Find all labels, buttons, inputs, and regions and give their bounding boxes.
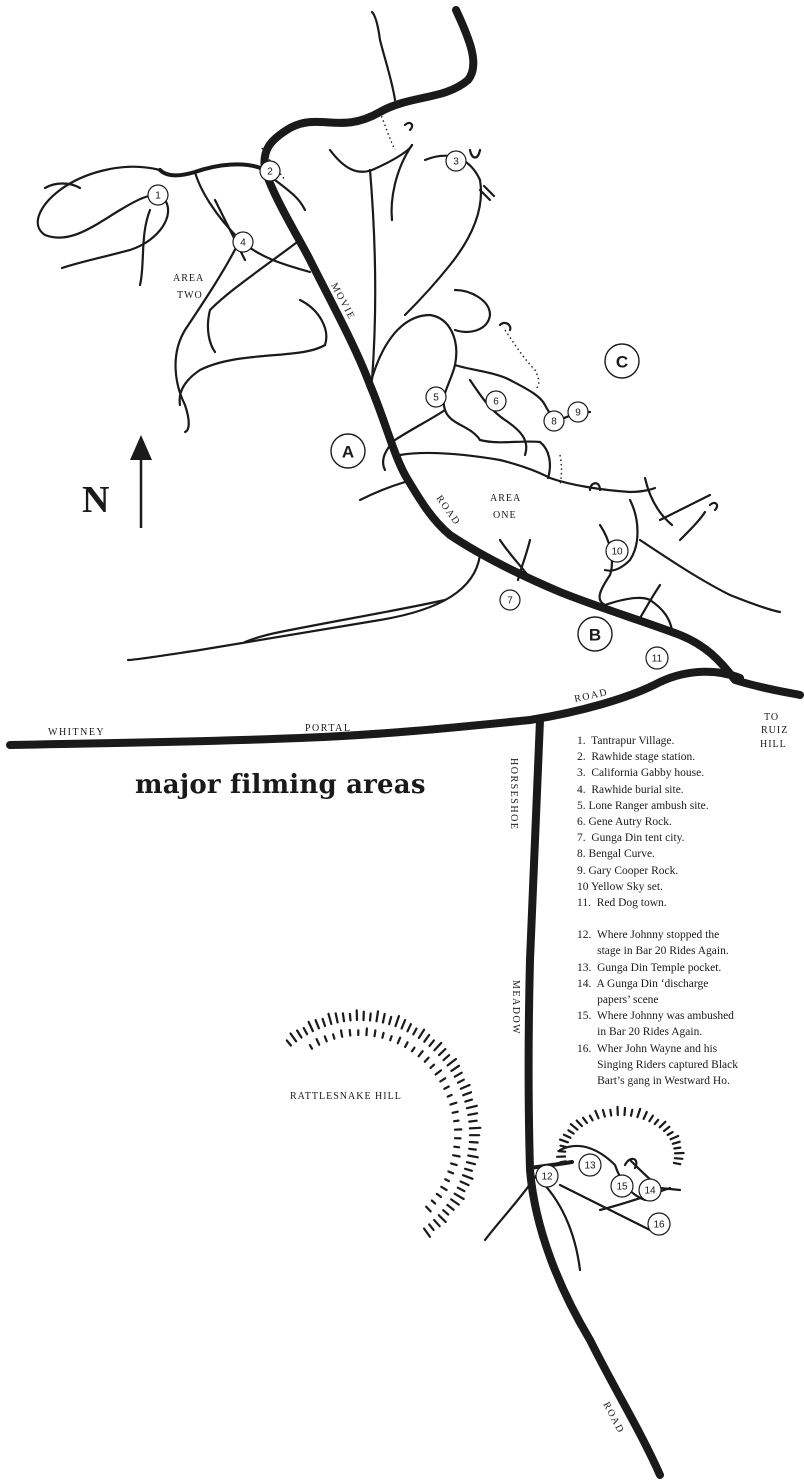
zone-c-marker: C: [604, 343, 640, 379]
svg-text:13: 13: [584, 1161, 596, 1172]
rattlesnake-hill-label: RATTLESNAKE HILL: [290, 1091, 402, 1102]
legend-entry-4: 4. Rawhide burial site.: [577, 783, 684, 796]
site-marker-13: 13: [578, 1153, 602, 1177]
trails: [261, 10, 719, 512]
secondary-roads: [36, 143, 782, 662]
legend-entry-16-line-3: Bart’s gang in Westward Ho.: [577, 1075, 730, 1088]
legend-entry-16-line-2: Singing Riders captured Black: [577, 1058, 738, 1071]
legend-entry-6: 6. Gene Autry Rock.: [577, 816, 672, 829]
area-two-label-line-2: TWO: [177, 290, 203, 301]
legend-entry-8: 8. Bengal Curve.: [577, 848, 655, 861]
svg-text:4: 4: [240, 238, 246, 249]
svg-text:6: 6: [493, 397, 499, 408]
area-two-label-line-1: AREA: [173, 273, 204, 284]
site-marker-12: 12: [535, 1164, 559, 1188]
svg-text:16: 16: [653, 1220, 665, 1231]
legend-entry-12-line-2: stage in Bar 20 Rides Again.: [577, 945, 729, 958]
road-to-area-two: [158, 162, 267, 178]
site-marker-14: 14: [638, 1178, 662, 1202]
area-one-label-line-1: AREA: [490, 493, 521, 504]
site-marker-7: 7: [499, 589, 521, 611]
svg-text:3: 3: [453, 157, 459, 168]
upper-hill-ridge: [555, 1105, 685, 1166]
legend-entry-14-line-2: papers’ scene: [577, 994, 659, 1007]
site-marker-16: 16: [647, 1212, 671, 1236]
to-ruiz-hill-label-line-1: TO: [764, 712, 779, 723]
site-marker-10: 10: [605, 539, 629, 563]
road-label-portal: PORTAL: [305, 723, 352, 734]
site-marker-3: 3: [445, 150, 467, 172]
zone-b-marker: B: [577, 616, 613, 652]
site-marker-4: 4: [232, 231, 254, 253]
svg-text:14: 14: [644, 1186, 656, 1197]
site-marker-11: 11: [645, 646, 669, 670]
rattlesnake-hill-ridge: [285, 1009, 482, 1238]
site-marker-15: 15: [610, 1174, 634, 1198]
site-marker-9: 9: [567, 401, 589, 423]
area-one-label-line-2: ONE: [493, 510, 517, 521]
map-title: major filming areas: [135, 770, 426, 800]
north-arrow: N: [82, 435, 152, 528]
site-marker-2: 2: [259, 160, 281, 182]
legend-entry-3: 3. California Gabby house.: [577, 767, 705, 780]
legend-entry-15-line-2: in Bar 20 Rides Again.: [577, 1026, 703, 1039]
horseshoe-meadow-road: [524, 716, 664, 1479]
legend-entry-10: 10 Yellow Sky set.: [577, 880, 663, 893]
site-marker-8: 8: [543, 410, 565, 432]
whitney-portal-road: [6, 667, 744, 749]
svg-text:5: 5: [433, 393, 439, 404]
svg-text:15: 15: [616, 1182, 628, 1193]
movie-road: [260, 6, 804, 699]
to-ruiz-hill-label-line-2: RUIZ: [761, 725, 788, 736]
legend-entry-9: 9. Gary Cooper Rock.: [577, 864, 679, 877]
svg-text:A: A: [342, 443, 354, 462]
road-label-meadow: MEADOW: [510, 980, 521, 1035]
svg-text:B: B: [589, 626, 601, 645]
svg-text:2: 2: [267, 167, 273, 178]
legend-entry-14: 14. A Gunga Din ‘discharge: [577, 977, 709, 990]
legend-entry-11: 11. Red Dog town.: [577, 897, 667, 910]
legend-entry-5: 5. Lone Ranger ambush site.: [577, 799, 709, 812]
to-ruiz-hill-label-line-3: HILL: [760, 739, 787, 750]
road-label-horseshoe: HORSESHOE: [508, 758, 519, 830]
site-marker-5: 5: [425, 386, 447, 408]
legend: 1. Tantrapur Village. 2. Rawhide stage st…: [577, 733, 799, 1089]
svg-text:7: 7: [507, 596, 513, 607]
svg-text:C: C: [616, 353, 628, 372]
svg-text:8: 8: [551, 417, 557, 428]
legend-entry-7: 7. Gunga Din tent city.: [577, 832, 685, 845]
site-marker-1: 1: [147, 184, 169, 206]
svg-text:9: 9: [575, 408, 581, 419]
zone-a-marker: A: [330, 433, 366, 469]
road-label-whitney: WHITNEY: [48, 727, 105, 738]
legend-entry-16: 16. Wher John Wayne and his: [577, 1042, 718, 1055]
site-marker-6: 6: [485, 390, 507, 412]
north-label: N: [82, 479, 109, 521]
svg-text:12: 12: [541, 1172, 553, 1183]
legend-entry-13: 13. Gunga Din Temple pocket.: [577, 961, 722, 974]
svg-text:1: 1: [155, 191, 161, 202]
legend-entry-1: 1. Tantrapur Village.: [577, 735, 675, 747]
svg-text:10: 10: [611, 547, 623, 558]
legend-entry-12: 12. Where Johnny stopped the: [577, 929, 720, 942]
svg-text:11: 11: [652, 654, 663, 665]
legend-entry-15: 15. Where Johnny was ambushed: [577, 1010, 734, 1023]
legend-entry-2: 2. Rawhide stage station.: [577, 751, 696, 764]
